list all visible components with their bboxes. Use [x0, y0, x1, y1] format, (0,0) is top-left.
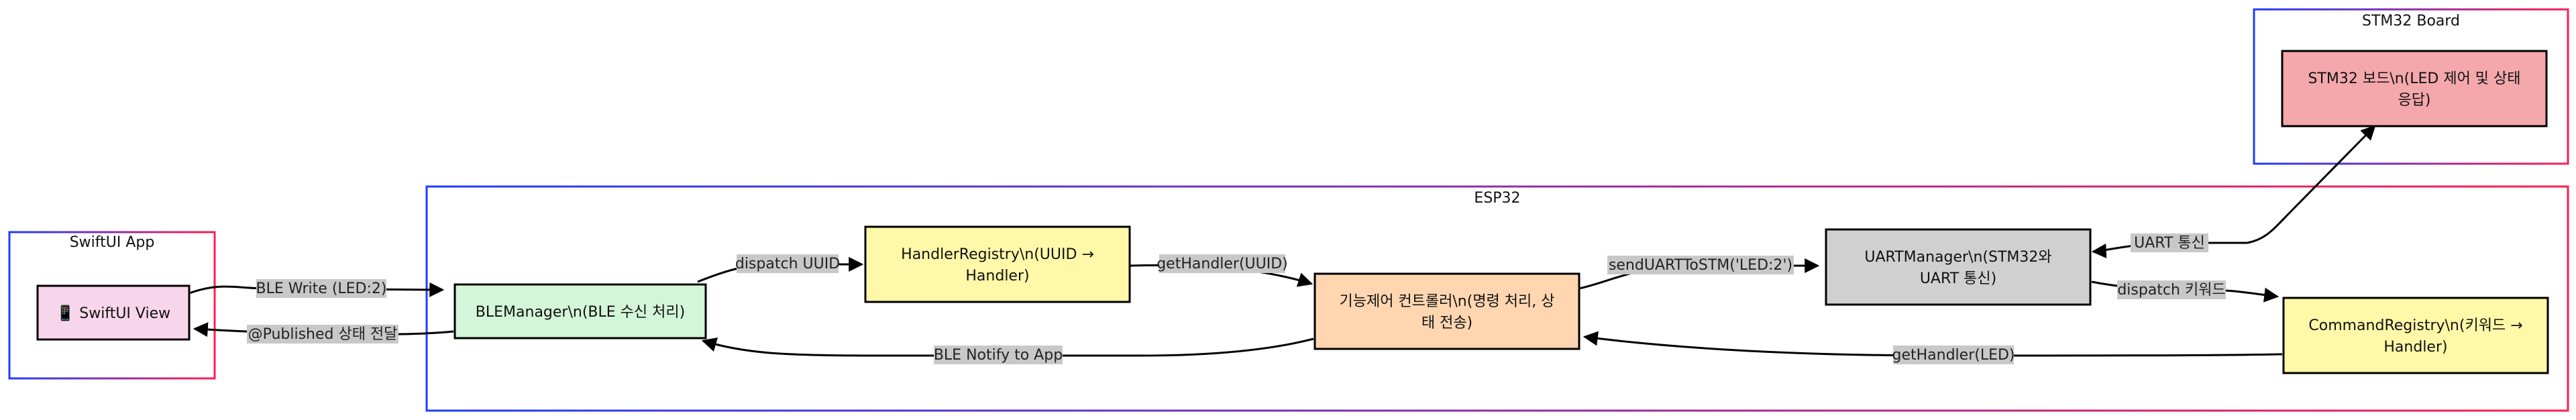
- svg-text:UART 통신: UART 통신: [2134, 235, 2205, 252]
- edge-label-dispatch-keyword: dispatch 키워드: [2117, 280, 2226, 299]
- edge-uart-comm-up: [2247, 125, 2376, 244]
- node-label-stm32-board-line2: 응답): [2398, 92, 2430, 109]
- cluster-swiftui-app: SwiftUI App: [8, 231, 216, 380]
- edge-label-send-uart: sendUARTToSTM('LED:2'): [1607, 256, 1794, 274]
- edge-ble-notify: [701, 337, 1314, 357]
- node-label-uart-manager-line1: UARTManager\n(STM32와: [1864, 249, 2051, 266]
- svg-text:dispatch 키워드: dispatch 키워드: [2117, 282, 2225, 299]
- node-label-controller-line2: 태 전송): [1421, 315, 1472, 331]
- svg-text:getHandler(UUID): getHandler(UUID): [1157, 256, 1288, 272]
- node-label-handler-registry-line1: HandlerRegistry\n(UUID →: [901, 246, 1094, 263]
- svg-text:BLE Write (LED:2): BLE Write (LED:2): [256, 280, 387, 297]
- node-command-registry: CommandRegistry\n(키워드 → Handler): [2282, 297, 2549, 374]
- node-controller: 기능제어 컨트롤러\n(명령 처리, 상 태 전송): [1313, 272, 1580, 350]
- node-label-swiftui-view: 📱 SwiftUI View: [56, 305, 170, 322]
- node-handler-registry: HandlerRegistry\n(UUID → Handler): [864, 225, 1131, 303]
- node-label-controller-line1: 기능제어 컨트롤러\n(명령 처리, 상: [1339, 293, 1554, 310]
- node-label-stm32-board-line1: STM32 보드\n(LED 제어 및 상태: [2308, 70, 2520, 87]
- cluster-title-stm32: STM32 Board: [2362, 13, 2460, 30]
- node-swiftui-view: 📱 SwiftUI View: [36, 284, 191, 341]
- edge-labels: BLE Write (LED:2) @Published 상태 전달 dispa…: [247, 233, 2226, 364]
- node-label-handler-registry-line2: Handler): [965, 268, 1029, 284]
- svg-text:getHandler(LED): getHandler(LED): [1892, 347, 2015, 364]
- edge-label-published: @Published 상태 전달: [247, 325, 398, 344]
- edge-label-dispatch-uuid: dispatch UUID: [735, 254, 840, 273]
- edge-label-uart-comm: UART 통신: [2131, 233, 2208, 252]
- edge-label-get-handler-led: getHandler(LED): [1892, 346, 2015, 364]
- cluster-title-swiftui: SwiftUI App: [70, 234, 155, 251]
- node-stm32-board: STM32 보드\n(LED 제어 및 상태 응답): [2281, 50, 2548, 127]
- cluster-title-esp32: ESP32: [1474, 190, 1520, 207]
- cluster-stm32: STM32 Board: [2253, 8, 2569, 165]
- node-uart-manager: UARTManager\n(STM32와 UART 통신): [1825, 228, 2092, 306]
- edge-label-get-handler-uuid: getHandler(UUID): [1157, 254, 1288, 273]
- svg-text:BLE Notify to App: BLE Notify to App: [934, 347, 1063, 364]
- cluster-esp32: ESP32: [425, 185, 2569, 412]
- node-label-ble-manager: BLEManager\n(BLE 수신 처리): [476, 304, 685, 321]
- node-label-command-registry-line1: CommandRegistry\n(키워드 →: [2308, 317, 2522, 334]
- node-label-command-registry-line2: Handler): [2383, 339, 2447, 356]
- edge-label-ble-notify: BLE Notify to App: [934, 346, 1063, 364]
- node-label-uart-manager-line2: UART 통신): [1920, 270, 1996, 287]
- node-ble-manager: BLEManager\n(BLE 수신 처리): [453, 283, 707, 339]
- edge-label-ble-write: BLE Write (LED:2): [256, 279, 387, 298]
- svg-text:@Published 상태 전달: @Published 상태 전달: [248, 326, 398, 343]
- svg-text:sendUARTToSTM('LED:2'): sendUARTToSTM('LED:2'): [1609, 257, 1792, 274]
- svg-text:dispatch UUID: dispatch UUID: [735, 256, 840, 272]
